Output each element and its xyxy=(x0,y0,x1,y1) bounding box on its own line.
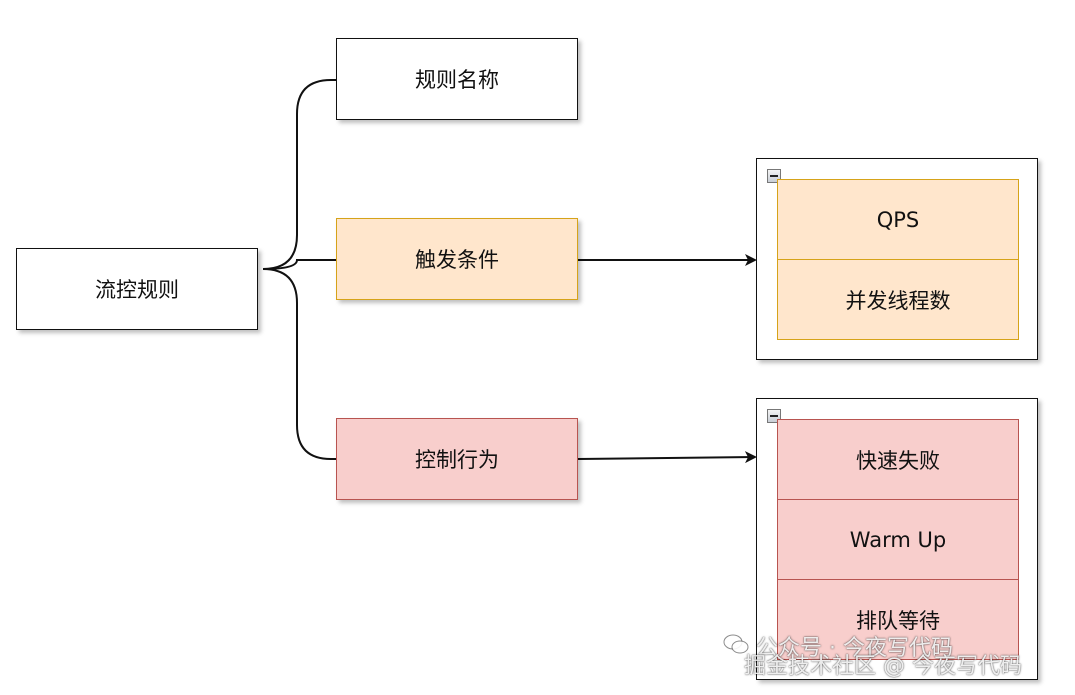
rule-name-label: 规则名称 xyxy=(415,68,499,92)
root-node[interactable]: 流控规则 xyxy=(16,248,258,330)
watermark-line-1: 公众号 · 今夜写代码 xyxy=(756,636,953,661)
action-option-label: 快速失败 xyxy=(856,448,940,473)
trigger-option-qps[interactable]: QPS xyxy=(777,179,1019,260)
bracket-connector-mid xyxy=(262,259,337,270)
action-node[interactable]: 控制行为 xyxy=(336,418,578,500)
action-label: 控制行为 xyxy=(415,448,499,472)
action-option-label: Warm Up xyxy=(849,527,947,552)
action-option-queue[interactable]: 排队等待 xyxy=(777,579,1019,660)
root-node-label: 流控规则 xyxy=(95,278,179,302)
trigger-label: 触发条件 xyxy=(415,248,499,272)
trigger-options-group[interactable]: QPS 并发线程数 xyxy=(756,158,1038,360)
action-option-label: 排队等待 xyxy=(856,608,940,633)
action-option-warm-up[interactable]: Warm Up xyxy=(777,499,1019,580)
rule-name-node[interactable]: 规则名称 xyxy=(336,38,578,120)
watermark-line-2: 掘金技术社区 @ 今夜写代码 xyxy=(744,654,1022,679)
action-arrow xyxy=(577,451,757,464)
action-option-fail-fast[interactable]: 快速失败 xyxy=(777,419,1019,500)
action-options-group[interactable]: 快速失败 Warm Up 排队等待 xyxy=(756,398,1038,680)
bracket-connector-bottom xyxy=(262,268,337,460)
trigger-option-label: 并发线程数 xyxy=(845,288,951,313)
trigger-option-label: QPS xyxy=(876,207,920,232)
wechat-icon xyxy=(723,634,749,654)
trigger-node[interactable]: 触发条件 xyxy=(336,218,578,300)
trigger-option-threads[interactable]: 并发线程数 xyxy=(777,259,1019,340)
bracket-connector xyxy=(262,79,337,270)
